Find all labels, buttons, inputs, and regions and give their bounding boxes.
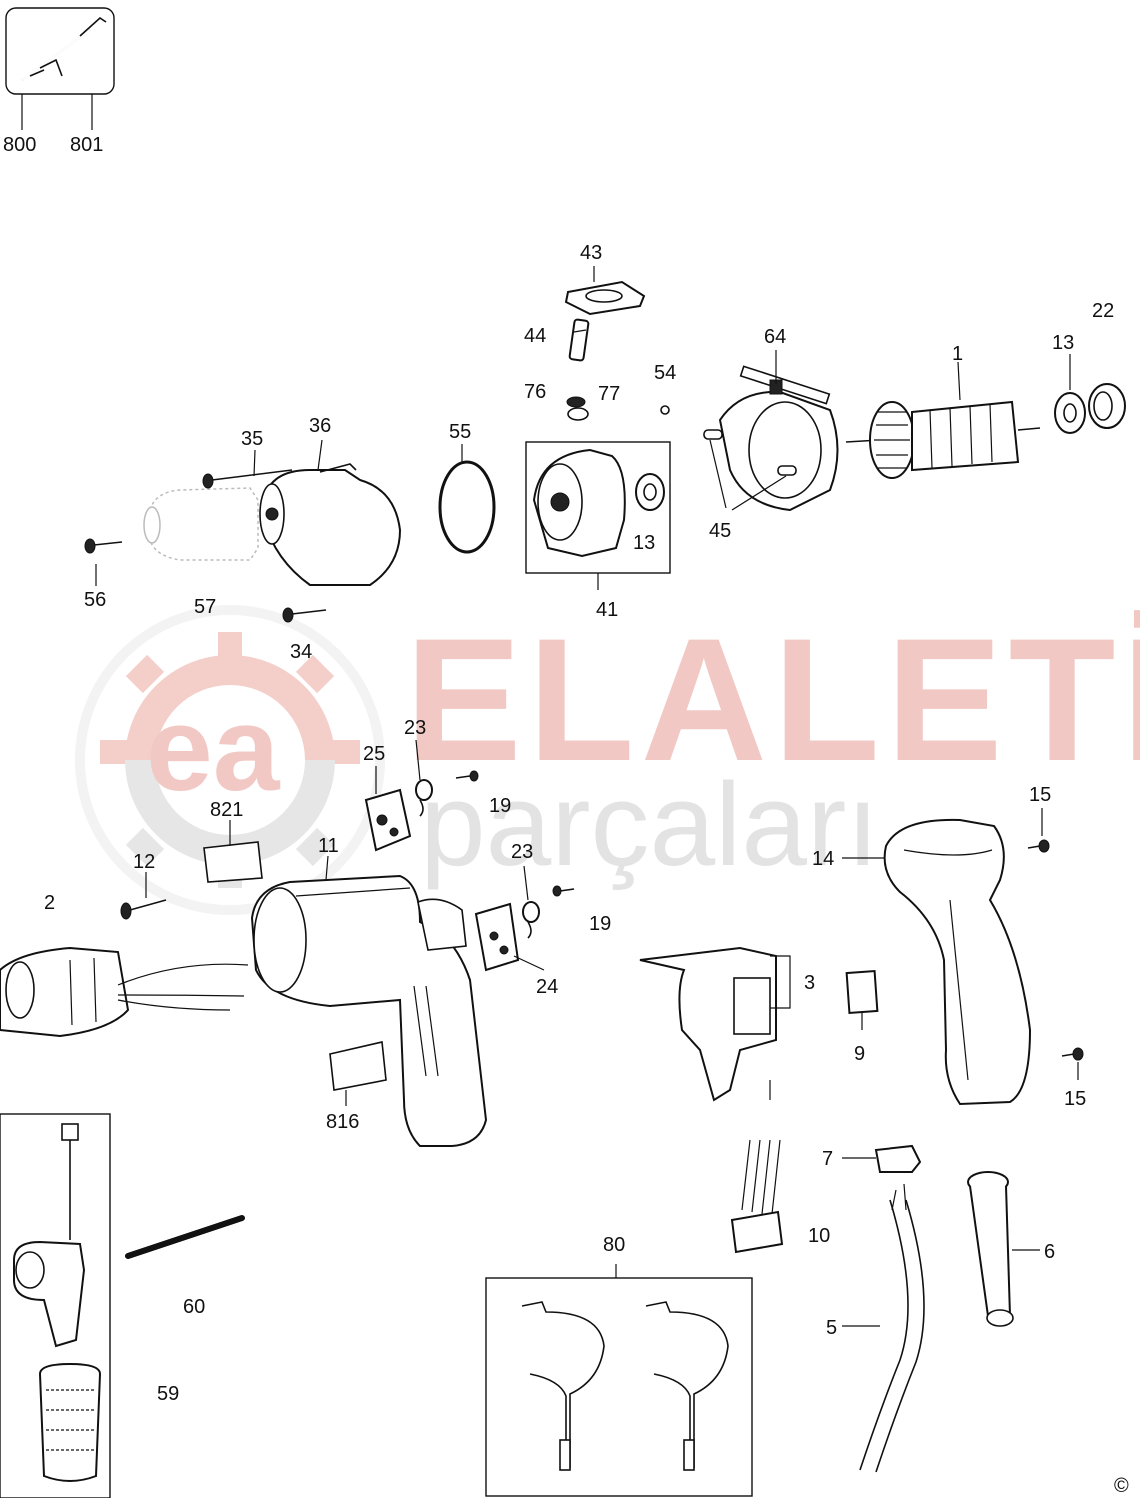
part-label-7: 7 [822,1148,833,1170]
part-label-13-b: 13 [633,532,655,554]
part-label-12: 12 [133,851,155,873]
part-label-1: 1 [952,343,963,365]
part-2-stator [0,946,249,1038]
part-36-gearbox-housing [259,463,402,586]
part-44-drawing [568,318,590,362]
part-label-23-a: 23 [404,717,426,739]
part-24-block [474,902,520,972]
part-55-drawing [438,460,496,554]
part-label-24: 24 [536,976,558,998]
part-label-55: 55 [449,421,471,443]
part-label-35: 35 [241,428,263,450]
part-60-rod [125,1215,245,1259]
part-54-drawing [660,405,670,415]
part-label-64: 64 [764,326,786,348]
part-816-label [329,1041,387,1091]
part-41-assembly [525,441,671,590]
part-14-handle [883,818,1032,1106]
part-19-screw-top [455,770,479,782]
part-label-56: 56 [84,589,106,611]
part-3-switch [639,946,791,1102]
part-label-80: 80 [603,1234,625,1256]
part-9-brush [845,970,879,1030]
part-label-57: 57 [194,596,216,618]
part-label-77: 77 [598,383,620,405]
part-label-800: 800 [3,134,36,156]
part-13-bearing [1054,392,1086,434]
part-label-76: 76 [524,381,546,403]
part-25-block [364,788,412,852]
watermark: ea ELALETİ parçaları [75,603,1140,915]
part-labels: 800 801 43 22 44 64 1 13 54 76 77 55 35 … [3,134,1129,1497]
part-label-5: 5 [826,1317,837,1339]
part-43-drawing [564,280,646,316]
part-label-14: 14 [812,848,834,870]
part-label-60: 60 [183,1296,205,1318]
part-label-15-b: 15 [1064,1088,1086,1110]
part-label-10: 10 [808,1225,830,1247]
part-35-screw [202,469,293,489]
part-19-screw-lower [552,885,575,897]
part-6-strain-relief [967,1171,1014,1327]
part-76-77-drawing [566,396,589,421]
part-34-screw [282,607,327,623]
part-label-801: 801 [70,134,103,156]
part-label-11: 11 [318,835,339,857]
watermark-ring [75,605,385,915]
part-label-19-b: 19 [589,913,611,935]
leader-lines [95,266,1079,1327]
part-15-screw-top [1027,839,1050,853]
part-label-821: 821 [210,799,243,821]
part-59-side-handle [0,1113,111,1498]
screwdriver-tool-drawing [21,16,107,81]
part-23-spring-lower [522,901,540,939]
part-label-6: 6 [1044,1241,1055,1263]
part-821-label [203,841,263,883]
part-label-59: 59 [157,1383,179,1405]
part-label-43: 43 [580,242,602,264]
part-label-44: 44 [524,325,546,347]
part-10-wiring [730,1139,784,1254]
part-56-screw [84,538,123,554]
part-label-2: 2 [44,892,55,914]
watermark-line2: parçaları [420,759,879,891]
part-label-22: 22 [1092,300,1114,322]
part-5-cord [859,1183,925,1473]
part-label-15-a: 15 [1029,784,1051,806]
part-label-23-b: 23 [511,841,533,863]
part-label-34: 34 [290,641,312,663]
tool-box-800-801 [5,7,115,130]
part-45-pins [703,429,797,511]
part-label-45: 45 [709,520,731,542]
part-22-cap [1088,383,1126,429]
part-label-54: 54 [654,362,676,384]
part-label-36: 36 [309,415,331,437]
part-80-assembly [485,1264,753,1497]
part-label-816: 816 [326,1111,359,1133]
part-label-41: 41 [596,599,618,621]
copyright-mark: © [1114,1475,1129,1497]
part-1-armature [845,400,1041,479]
part-label-3: 3 [804,972,815,994]
part-11-motor-housing [250,874,488,1147]
part-57-chuck [143,487,259,561]
part-15-screw-bottom [1061,1047,1084,1061]
part-23-spring-top [415,779,433,817]
watermark-logo-letters: ea [146,682,281,816]
part-label-9: 9 [854,1043,865,1065]
part-label-25: 25 [363,743,385,765]
part-12-screw [120,899,167,920]
watermark-line1: ELALETİ [405,603,1140,798]
part-label-13-a: 13 [1052,332,1074,354]
part-label-19-a: 19 [489,795,511,817]
part-7-cord-clamp [874,1144,922,1173]
part-64-brush-ring [718,365,839,512]
